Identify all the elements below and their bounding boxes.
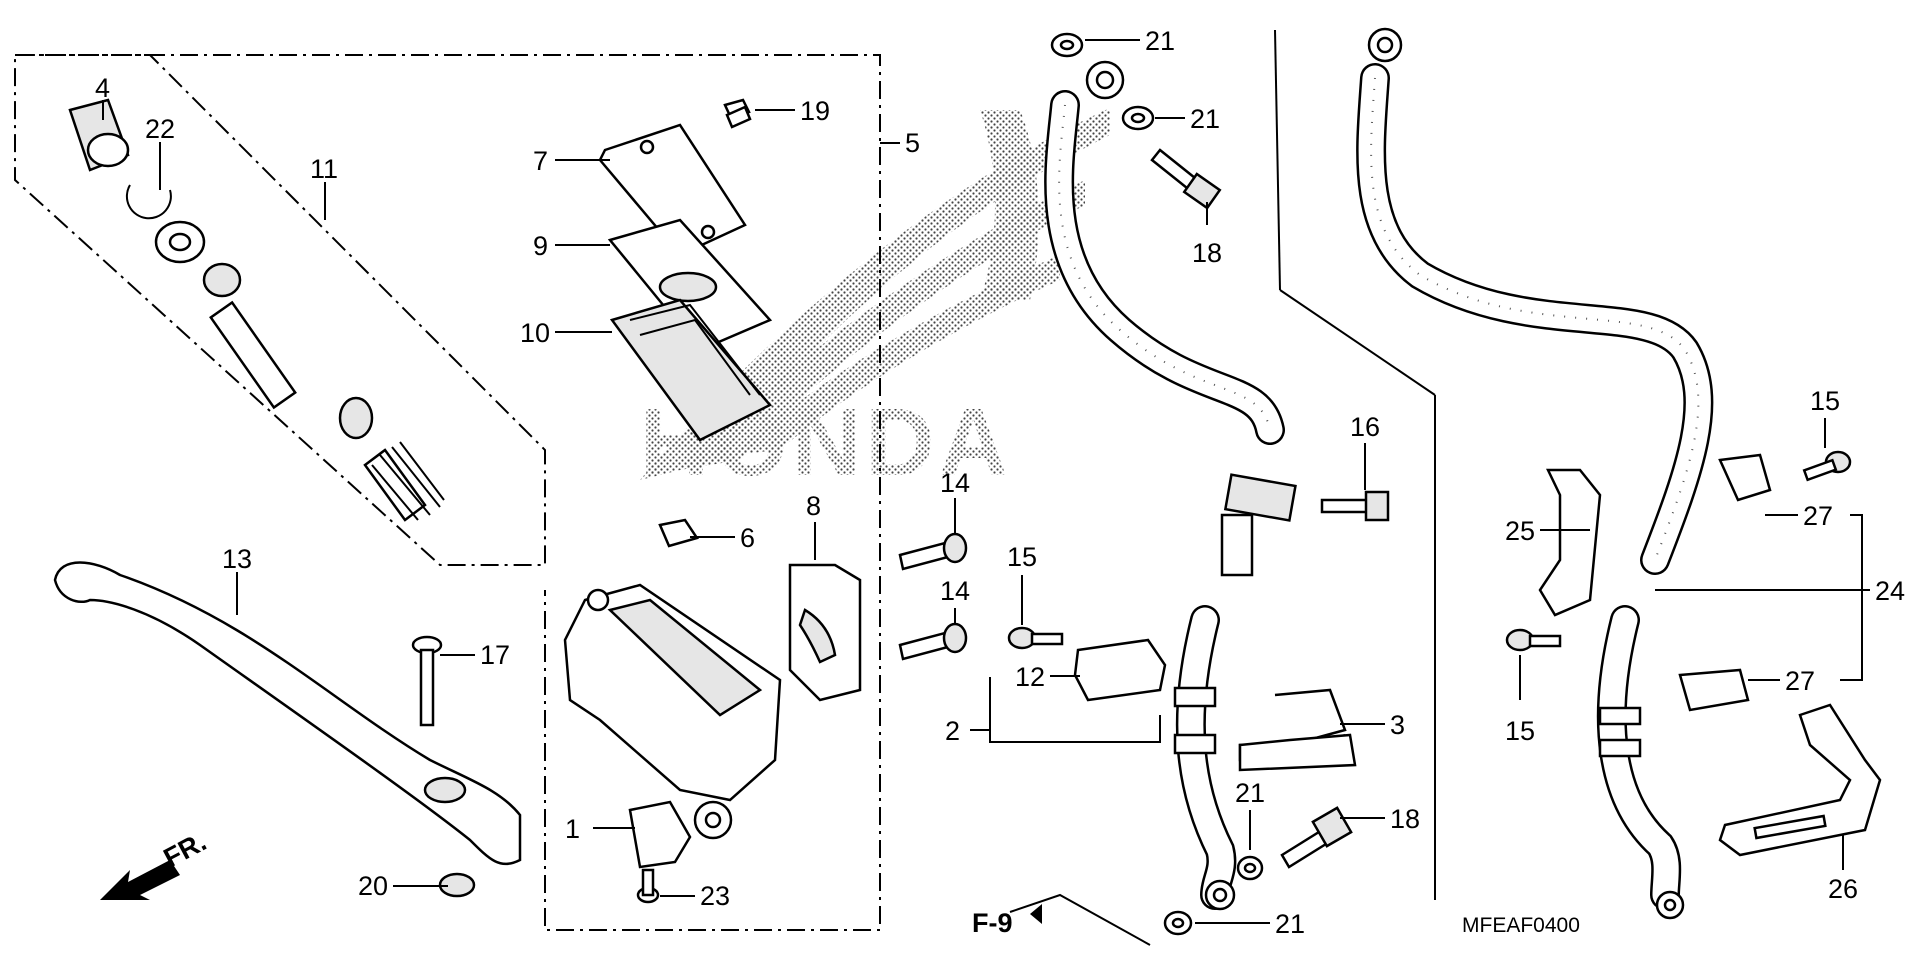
callout-7: 7 [533, 146, 548, 176]
callout-16: 16 [1350, 412, 1380, 442]
bolt-15-center [1007, 626, 1064, 650]
holder-bolt-14-upper [898, 532, 968, 571]
reservoir-cover-group [598, 98, 773, 442]
bracket-25 [1538, 468, 1602, 617]
leader-lines [102, 39, 1870, 946]
callout-15-lower-right: 15 [1505, 716, 1535, 746]
callout-24: 24 [1875, 576, 1905, 606]
callout-9: 9 [533, 231, 548, 261]
brake-hose-lower [1173, 605, 1237, 911]
hose-clamp-12 [1073, 638, 1167, 702]
brake-hose-upper [1044, 60, 1297, 577]
clip-27-lower [1678, 668, 1750, 712]
callout-21-a: 21 [1145, 26, 1175, 56]
master-cylinder-body [563, 583, 782, 840]
callout-6: 6 [740, 523, 755, 553]
callout-4: 4 [95, 73, 110, 103]
callout-12: 12 [1015, 662, 1045, 692]
callout-23: 23 [700, 881, 730, 911]
oil-bolt-18-upper [1150, 148, 1222, 210]
assembly-frame-11 [14, 54, 881, 931]
callout-17: 17 [480, 640, 510, 670]
callout-18-lower: 18 [1390, 804, 1420, 834]
callout-21-b: 21 [1190, 104, 1220, 134]
callout-15-center: 15 [1007, 542, 1037, 572]
brake-hose-right [1356, 27, 1714, 575]
drawing-code: MFEAF0400 [1462, 914, 1580, 937]
callout-20: 20 [358, 871, 388, 901]
callout-14-lower: 14 [940, 576, 970, 606]
assembly-frame-24 [1274, 29, 1436, 900]
callout-21-c: 21 [1235, 778, 1265, 808]
callout-21-d: 21 [1275, 909, 1305, 939]
oil-bolt-18-lower [1280, 806, 1353, 869]
callout-8: 8 [806, 491, 821, 521]
callout-15-upper-right: 15 [1810, 386, 1840, 416]
clamp-holder-8 [788, 563, 862, 702]
screw-23 [636, 868, 660, 904]
callout-18-upper: 18 [1192, 238, 1222, 268]
page-reference-label: F-9 [972, 908, 1013, 938]
brake-hose-right-lower [1596, 605, 1685, 920]
callout-26: 26 [1828, 874, 1858, 904]
screw-19 [725, 105, 752, 129]
piston-assembly [68, 98, 445, 522]
callout-5: 5 [905, 128, 920, 158]
callout-27-lower: 27 [1785, 666, 1815, 696]
brake-lever [53, 561, 522, 866]
callout-11: 11 [310, 154, 338, 184]
callout-2: 2 [945, 716, 960, 746]
clip-27-upper [1718, 453, 1772, 502]
sealing-washer-21-d [1163, 910, 1193, 936]
callout-19: 19 [800, 96, 830, 126]
sealing-washer-21-a [1050, 32, 1084, 58]
front-direction-arrow: FR. [100, 826, 211, 900]
page-reference: F-9 [972, 904, 1042, 938]
hose-stay-3 [1238, 688, 1357, 772]
holder-bolt-14-lower [898, 622, 968, 661]
switch-6 [658, 518, 699, 548]
callout-22: 22 [145, 114, 175, 144]
callout-10: 10 [520, 318, 550, 348]
sealing-washer-21-b [1121, 105, 1155, 131]
bolt-16 [1320, 490, 1390, 522]
callout-14-upper: 14 [940, 468, 970, 498]
bolt-15-upper-right [1802, 450, 1852, 482]
bracket-26 [1718, 703, 1882, 857]
front-stop-switch-1 [628, 800, 692, 869]
callout-25: 25 [1505, 516, 1535, 546]
callout-13: 13 [222, 544, 252, 574]
callout-1: 1 [565, 814, 580, 844]
callout-3: 3 [1390, 710, 1405, 740]
callout-27-upper: 27 [1803, 501, 1833, 531]
bolt-15-lower-right [1505, 628, 1562, 652]
sealing-washer-21-c [1236, 855, 1264, 881]
callout-labels: 4 22 11 13 17 20 19 5 7 9 10 6 8 14 14 1… [95, 26, 1905, 939]
pivot-bolt-17 [411, 635, 443, 727]
